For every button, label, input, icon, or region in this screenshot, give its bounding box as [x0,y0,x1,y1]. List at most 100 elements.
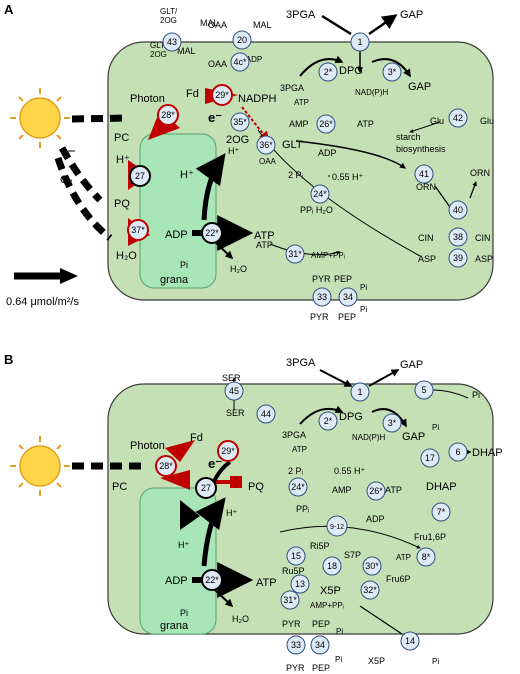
svg-text:NAD(P)H: NAD(P)H [352,433,386,442]
svg-text:ORN: ORN [416,182,436,192]
svg-text:24*: 24* [313,189,327,199]
a-photon: Photon [130,93,165,105]
svg-text:ATP: ATP [357,119,374,129]
a-pq: PQ [114,198,130,210]
svg-text:Pi: Pi [180,260,188,270]
node-a-38: 38 [448,227,468,247]
a-pc: PC [114,132,129,144]
svg-text:ATP: ATP [385,485,402,495]
svg-text:PC: PC [112,481,127,493]
svg-text:CIN: CIN [418,233,434,243]
svg-text:AMP: AMP [332,485,352,495]
svg-text:6: 6 [455,447,460,457]
a-nadph: NADPH [238,93,277,105]
svg-text:34: 34 [315,640,325,650]
grana-label-b: grana [160,620,189,632]
svg-text:41: 41 [419,169,429,179]
node-b-27: 27 [195,477,217,499]
panel-b-nodes: 45 44 1 5 2* 3* 6 17 29* 28* 27 24* 26* … [155,380,468,655]
svg-text:GAP: GAP [400,359,423,371]
node-b-1: 1 [350,382,370,402]
svg-text:ADP: ADP [165,575,188,587]
node-a-1: 1 [350,32,370,52]
svg-text:7*: 7* [437,507,446,517]
svg-text:2*: 2* [324,67,333,77]
svg-text:X5P: X5P [368,656,385,666]
svg-text:ATP: ATP [294,98,309,107]
svg-text:H⁺: H⁺ [228,146,239,156]
a-electron: e⁻ [208,110,222,125]
node-b-34: 34 [310,635,330,655]
svg-text:GAP: GAP [408,81,431,93]
node-a-31: 31* [285,244,305,264]
svg-text:PYR: PYR [312,274,331,284]
svg-text:ASP: ASP [475,254,493,264]
svg-text:PEP: PEP [312,619,330,629]
a-adp: ADP [165,229,188,241]
svg-text:GLT/: GLT/ [150,41,168,50]
svg-text:3*: 3* [388,418,397,428]
node-b-17: 17 [420,448,440,468]
svg-text:Glu: Glu [430,116,444,126]
svg-text:AMP+PPᵢ: AMP+PPᵢ [311,251,345,260]
svg-text:0.55 H⁺: 0.55 H⁺ [334,466,366,476]
a-mal-left: MAL [200,18,219,28]
svg-text:33: 33 [317,292,327,302]
panel-b: B grana SER SER 3PGA GAP Pi DHAP 3PGA AT… [4,352,503,673]
node-b-22: 22* [201,569,223,591]
node-b-5: 5 [414,380,434,400]
node-a-42: 42 [448,108,468,128]
node-a-24: 24* [310,184,330,204]
svg-text:35*: 35* [233,117,247,127]
svg-text:2OG: 2OG [160,16,177,25]
svg-text:biosynthesis: biosynthesis [396,144,446,154]
svg-text:AMP+PPᵢ: AMP+PPᵢ [310,601,344,610]
svg-text:2OG: 2OG [226,134,249,146]
node-b-9-12: 9-12 [326,515,348,537]
svg-text:13: 13 [295,579,305,589]
a-fd: Fd [186,88,199,100]
panel-a: A grana O₂ 0.64 μmol/m²/s 3PGA GAP [4,2,494,322]
sun-icon-b [10,436,70,496]
node-a-20: 20 [232,30,252,50]
node-a-4c: 4c* [230,52,250,72]
svg-text:45: 45 [229,386,239,396]
node-b-2: 2* [318,411,338,431]
svg-text:0.55 H⁺: 0.55 H⁺ [332,172,364,182]
node-b-24: 24* [288,477,308,497]
svg-text:26*: 26* [369,486,383,496]
node-b-3: 3* [382,413,402,433]
svg-text:Photon: Photon [130,440,165,452]
b-electron: e⁻ [208,456,222,471]
node-a-37: 37* [127,219,149,241]
svg-text:5: 5 [421,385,426,395]
node-b-18: 18 [322,556,342,576]
node-b-15: 15 [286,546,306,566]
node-b-28: 28* [155,455,177,477]
node-a-2: 2* [318,62,338,82]
svg-text:NADP: NADP [240,55,262,64]
svg-text:38: 38 [453,232,463,242]
node-b-6: 6 [448,442,468,462]
svg-text:18: 18 [327,561,337,571]
svg-text:Pi: Pi [432,423,439,432]
svg-text:39: 39 [453,253,463,263]
svg-text:PEP: PEP [334,274,352,284]
a-mal-top: MAL [253,20,272,30]
svg-text:43: 43 [167,37,177,47]
svg-text:3PGA: 3PGA [282,430,306,440]
svg-text:Fru6P: Fru6P [386,574,411,584]
svg-text:28*: 28* [159,461,173,471]
svg-text:Pi: Pi [432,657,439,666]
svg-text:MAL: MAL [177,46,196,56]
svg-text:Pi: Pi [472,390,480,400]
svg-text:Ru5P: Ru5P [282,566,305,576]
svg-text:24*: 24* [291,482,305,492]
svg-text:33: 33 [291,640,301,650]
svg-text:H₂O: H₂O [230,264,247,274]
svg-text:AMP: AMP [289,119,309,129]
svg-text:OAA: OAA [259,157,277,166]
node-b-26: 26* [366,481,386,501]
svg-text:ATP: ATP [256,577,277,589]
svg-text:2 Pᵢ: 2 Pᵢ [288,170,303,180]
